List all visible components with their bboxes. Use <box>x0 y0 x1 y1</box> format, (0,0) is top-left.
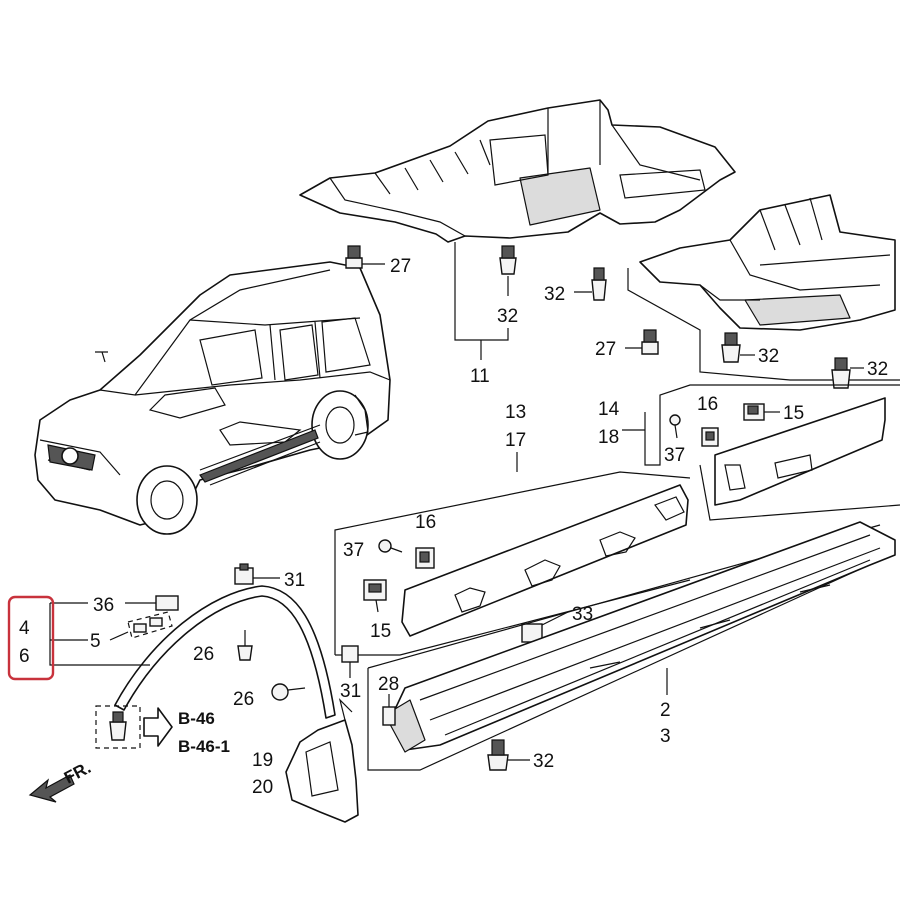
side-sill-garnish[interactable] <box>384 521 896 753</box>
ref-b-46[interactable]: B-46 <box>178 709 215 728</box>
clip-26-upper[interactable] <box>237 630 253 661</box>
part-number-18: 18 <box>598 427 619 448</box>
part-number-37-b: 37 <box>343 540 364 561</box>
screw-37-front[interactable] <box>378 539 403 553</box>
clip-15-rear[interactable] <box>743 403 780 421</box>
clip-32-mid[interactable] <box>574 267 607 301</box>
clip-27-upper[interactable] <box>345 245 385 269</box>
part-number-26-b: 26 <box>233 689 254 710</box>
front-direction-arrow: FR. <box>28 758 94 803</box>
ref-clip-box <box>95 705 141 749</box>
bracket-11 <box>454 242 509 360</box>
part-number-15-a: 15 <box>783 403 804 424</box>
part-number-16-a: 16 <box>697 394 718 415</box>
part-number-2: 2 <box>660 700 671 721</box>
clip-32-rear-b[interactable] <box>831 357 864 389</box>
clip-15-front[interactable] <box>363 579 387 613</box>
part-number-4: 4 <box>19 618 30 639</box>
part-number-11: 11 <box>470 366 490 387</box>
part-number-16-b: 16 <box>415 512 436 533</box>
mudguard[interactable] <box>285 698 359 823</box>
part-number-32-d: 32 <box>867 359 888 380</box>
part-number-32-c: 32 <box>758 346 779 367</box>
ref-clip[interactable] <box>109 711 127 741</box>
part-number-17: 17 <box>505 430 526 451</box>
clip-31-upper[interactable] <box>234 563 280 585</box>
part-number-32-a: 32 <box>497 306 518 327</box>
rear-side-garnish[interactable] <box>714 397 886 506</box>
clip-26-lower[interactable] <box>271 683 306 701</box>
part-number-32-b: 32 <box>544 284 565 305</box>
part-number-31-b: 31 <box>340 681 361 702</box>
part-number-27-b: 27 <box>595 339 616 360</box>
part-number-14: 14 <box>598 399 620 420</box>
part-number-36: 36 <box>93 595 114 616</box>
leader-5 <box>109 631 129 641</box>
clip-31-lower[interactable] <box>341 645 359 678</box>
highlight-4-6 <box>7 595 55 681</box>
clip-32-sill[interactable] <box>487 739 530 771</box>
clip-27-mid[interactable] <box>625 329 659 355</box>
part-number-5: 5 <box>90 631 101 652</box>
part-number-19: 19 <box>252 750 273 771</box>
clip-32-upper[interactable] <box>499 245 517 296</box>
part-number-20: 20 <box>252 777 273 798</box>
part-number-26-a: 26 <box>193 644 214 665</box>
part-number-3: 3 <box>660 726 671 747</box>
wheel-arch-molding[interactable] <box>114 585 336 719</box>
clip-28[interactable] <box>382 694 396 726</box>
rear-cover-outline <box>627 268 900 381</box>
ref-arrow <box>143 707 173 747</box>
clip-16-front[interactable] <box>415 547 435 569</box>
clip-16-rear[interactable] <box>701 427 719 447</box>
part-number-37-a: 37 <box>664 445 685 466</box>
part-number-6: 6 <box>19 646 30 667</box>
vehicle-overview <box>34 261 391 535</box>
clip-5-box <box>127 611 173 639</box>
part-number-28: 28 <box>378 674 399 695</box>
ref-b-46-1[interactable]: B-46-1 <box>178 737 230 756</box>
screw-37-rear[interactable] <box>669 414 681 439</box>
part-number-32-e: 32 <box>533 751 554 772</box>
bracket-4-6 <box>49 602 150 666</box>
part-number-13: 13 <box>505 402 526 423</box>
front-side-garnish[interactable] <box>401 484 689 637</box>
part-number-31-a: 31 <box>284 570 305 591</box>
clip-36[interactable] <box>125 595 179 611</box>
part-number-27-a: 27 <box>390 256 411 277</box>
front-floor-undercover[interactable] <box>299 99 736 243</box>
garnish-rear-box <box>644 384 900 521</box>
part-number-15-b: 15 <box>370 621 391 642</box>
clip-32-rear-a[interactable] <box>721 332 755 363</box>
rear-floor-undercover[interactable] <box>639 194 896 331</box>
clip-5[interactable] <box>133 617 163 633</box>
